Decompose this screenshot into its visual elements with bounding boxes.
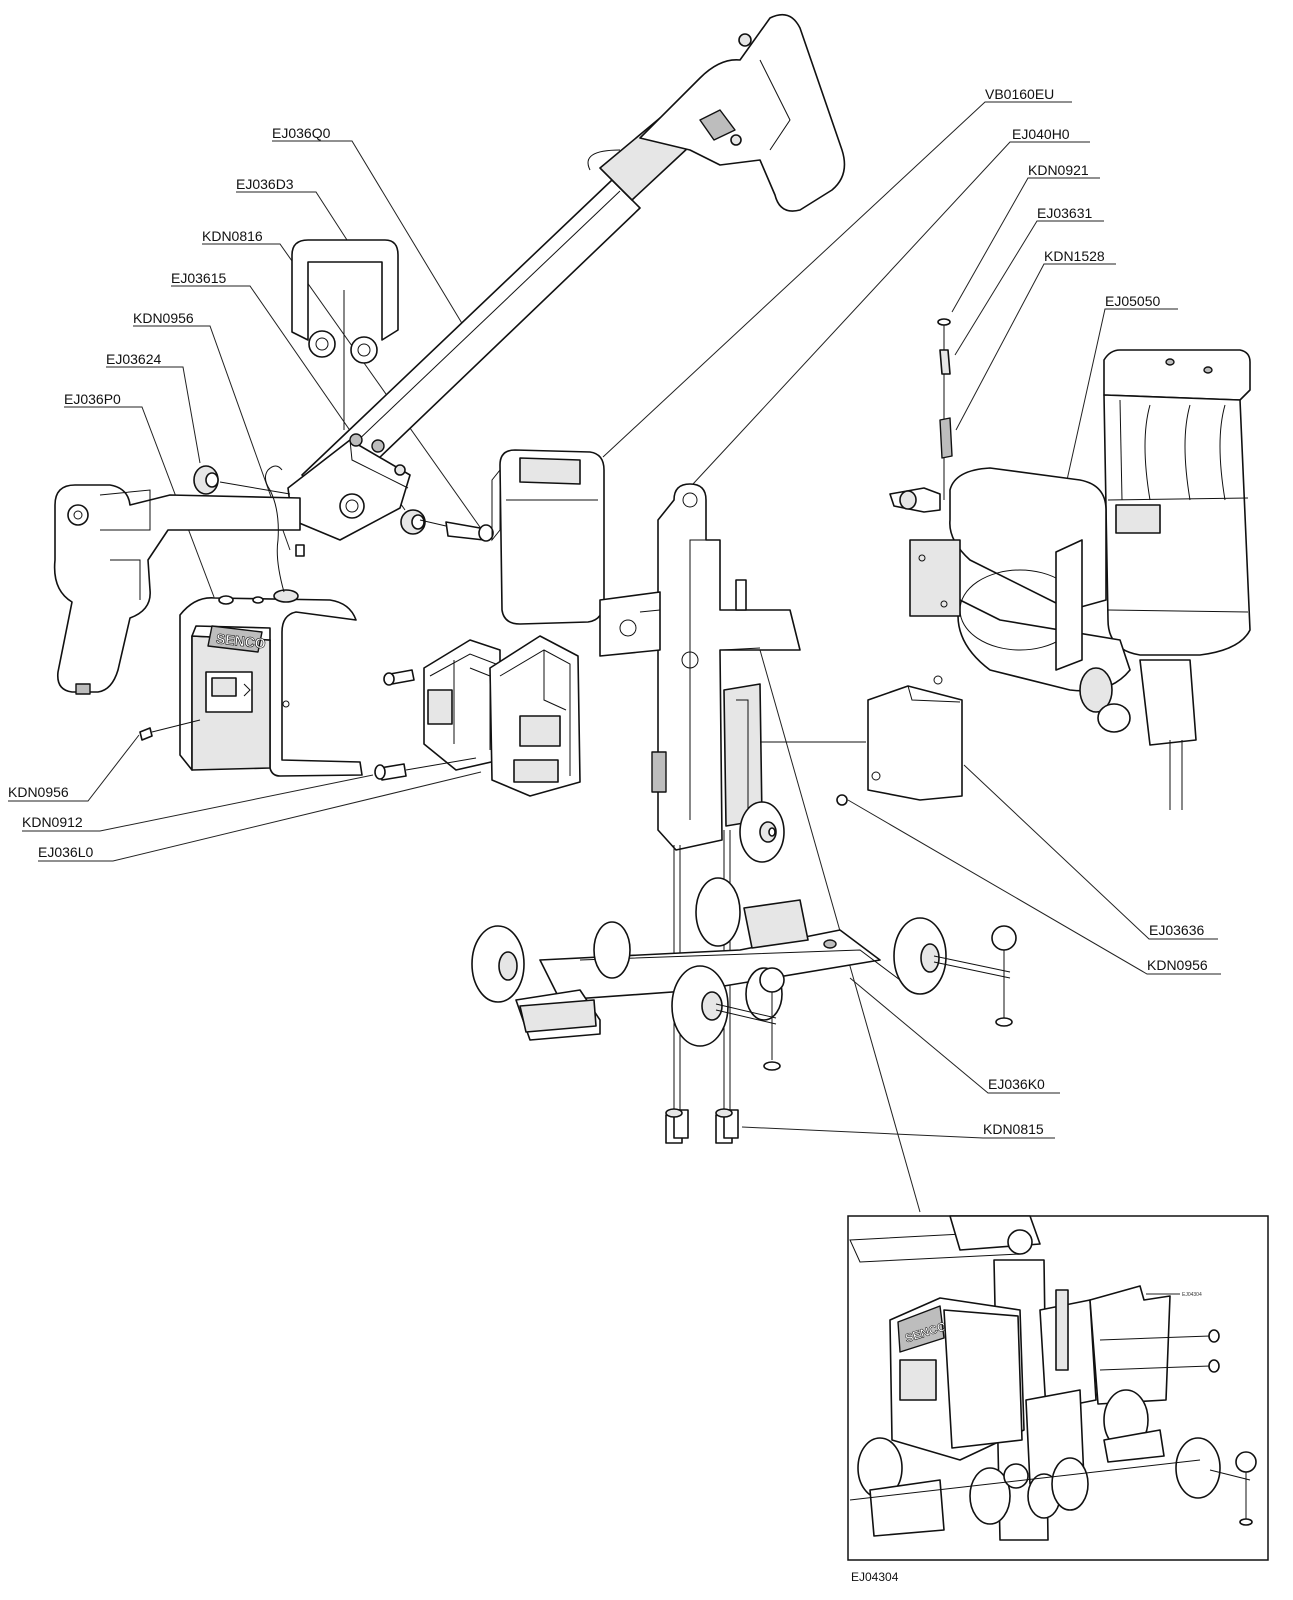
callout-label: KDN0956: [8, 784, 69, 800]
upper-handle-assembly: [301, 13, 846, 506]
inset-drawing: SENCO: [849, 1215, 1257, 1541]
loop-handle: [291, 239, 399, 430]
callout-label: KDN0816: [202, 228, 263, 244]
callout-label: KDN0921: [1028, 162, 1089, 178]
callout-label: EJ040H0: [1012, 126, 1070, 142]
callout-label: VB0160EU: [985, 86, 1054, 102]
main-column-frame: [599, 483, 801, 1110]
callout-label: KDN0912: [22, 814, 83, 830]
electronics-housing: SENCO: [139, 465, 363, 777]
callout-ej036q0: EJ036Q0: [272, 125, 467, 331]
callout-label: EJ036K0: [988, 1076, 1045, 1092]
callout-kdn0956-left: KDN0956: [8, 734, 140, 802]
callout-vb0160eu: VB0160EU: [602, 86, 1072, 458]
callout-label: KDN0956: [133, 310, 194, 326]
callout-label: EJ03624: [106, 351, 161, 367]
inset-callout-ej04304: EJ04304: [1146, 1292, 1202, 1298]
lower-handle-grip: [53, 484, 301, 695]
callout-label: EJ036D3: [236, 176, 294, 192]
callout-ej05050: EJ05050: [1062, 293, 1178, 499]
senco-logo-text: SENCO: [215, 630, 266, 651]
callout-labels: VB0160EU EJ036Q0 EJ040H0 KDN0921 EJ036D3…: [8, 86, 1221, 1213]
callout-ej036l0: EJ036L0: [38, 771, 482, 862]
callout-label: EJ036P0: [64, 391, 121, 407]
callout-ej03631: EJ03631: [954, 205, 1104, 356]
callout-label: EJ03631: [1037, 205, 1092, 221]
wheeled-carriage: [471, 877, 1017, 1144]
callout-label: EJ036L0: [38, 844, 93, 860]
circuit-board-and-plate: [374, 635, 581, 797]
callout-label: EJ03636: [1149, 922, 1204, 938]
tube-bracket: [193, 433, 494, 542]
callout-kdn0956-right: KDN0956: [847, 799, 1221, 975]
callout-label: KDN0956: [1147, 957, 1208, 973]
detail-inset: SENCO EJ04304: [847, 1215, 1269, 1584]
callout-kdn0912: KDN0912: [22, 774, 374, 832]
callout-ej040h0: EJ040H0: [692, 126, 1090, 485]
callout-kdn0956-top: KDN0956: [133, 310, 291, 551]
inset-caption: EJ04304: [851, 1570, 899, 1584]
upper-cover: [491, 449, 605, 625]
callout-kdn0815: KDN0815: [741, 1121, 1055, 1139]
callout-label: KDN0815: [983, 1121, 1044, 1137]
callout-ej036p0: EJ036P0: [64, 391, 215, 598]
coil-nailer: [889, 318, 1251, 810]
callout-ej036d3: EJ036D3: [236, 176, 348, 241]
callout-ej03624: EJ03624: [106, 351, 201, 464]
callout-kdn0816: KDN0816: [202, 228, 483, 531]
callout-ej036k0: EJ036K0: [849, 977, 1060, 1094]
callout-kdn1528: KDN1528: [955, 248, 1116, 431]
housing-brand-logo: SENCO: [207, 625, 267, 653]
callout-kdn0921: KDN0921: [951, 162, 1100, 313]
callout-label: EJ05050: [1105, 293, 1160, 309]
callout-label: EJ03615: [171, 270, 226, 286]
callout-label: KDN1528: [1044, 248, 1105, 264]
callout-ej03636: EJ03636: [963, 764, 1218, 940]
side-cover: [760, 675, 963, 806]
callout-label: EJ036Q0: [272, 125, 331, 141]
callout-label: EJ04304: [1182, 1292, 1202, 1298]
